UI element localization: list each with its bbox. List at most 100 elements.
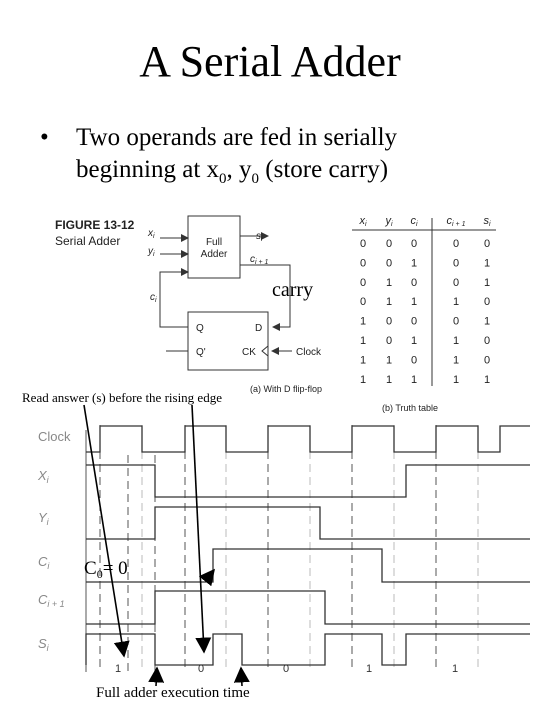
truth-table-cell: 1 — [453, 374, 459, 386]
signal-label: Si — [38, 636, 50, 653]
truth-table-cell: 0 — [484, 238, 490, 250]
truth-table-header: ci — [410, 215, 418, 228]
ff-d-label: D — [255, 323, 262, 334]
bit-labels: 1 0 0 1 1 — [115, 663, 458, 675]
truth-table-cell: 0 — [484, 335, 490, 347]
circuit-labels: Full Adder xi yi si ci + 1 ci Q Q' D CK … — [147, 228, 438, 413]
ff-qprime-label: Q' — [196, 347, 206, 358]
truth-table-header: xi — [358, 215, 367, 228]
truth-table-cell: 0 — [360, 257, 366, 269]
y-input-label: yi — [147, 246, 155, 258]
truth-table-cell: 1 — [411, 296, 417, 308]
serial-adder-circuit — [159, 215, 292, 371]
caption-b: (b) Truth table — [382, 403, 438, 413]
truth-table-cell: 1 — [360, 335, 366, 347]
bit-label: 1 — [452, 663, 458, 675]
signal-label: Ci — [38, 554, 50, 571]
exec-time-arrow-2 — [233, 666, 250, 687]
truth-table-cell: 0 — [386, 238, 392, 250]
truth-table-cell: 1 — [484, 277, 490, 289]
x-waveform — [86, 464, 530, 498]
truth-table-cell: 0 — [484, 354, 490, 366]
full-adder-label: Full — [206, 237, 222, 248]
figure-label: FIGURE 13-12 Serial Adder — [55, 218, 135, 248]
bit-label: 1 — [366, 663, 372, 675]
s-waveform — [85, 633, 530, 666]
truth-table-cell: 1 — [411, 335, 417, 347]
x-input-label: xi — [147, 228, 155, 240]
exec-time-annotation: Full adder execution time — [96, 685, 250, 701]
read-answer-annotation: Read answer (s) before the rising edge — [22, 390, 222, 405]
truth-table-cell: 0 — [484, 296, 490, 308]
truth-table-cell: 0 — [453, 238, 459, 250]
clock-waveform — [86, 425, 530, 453]
slide-title: A Serial Adder — [139, 37, 401, 86]
truth-table-cell: 1 — [360, 374, 366, 386]
truth-table-header: yi — [384, 215, 393, 228]
truth-table-cell: 1 — [411, 257, 417, 269]
truth-table-cell: 0 — [360, 277, 366, 289]
truth-table-cell: 0 — [411, 354, 417, 366]
truth-table-cell: 1 — [453, 296, 459, 308]
c-next-waveform — [86, 590, 530, 625]
signal-label: Xi — [37, 468, 50, 485]
carry-feedback-wire — [159, 268, 189, 328]
bullet-line-1: Two operands are fed in serially — [76, 124, 398, 151]
c-waveform — [86, 548, 530, 583]
truth-table-cell: 0 — [386, 257, 392, 269]
truth-table-cell: 1 — [386, 374, 392, 386]
waveforms — [85, 425, 530, 666]
truth-table-cell: 1 — [386, 354, 392, 366]
truth-table-cell: 1 — [386, 296, 392, 308]
truth-table-cell: 0 — [453, 277, 459, 289]
ff-ck-label: CK — [242, 347, 256, 358]
truth-table-cell: 1 — [484, 257, 490, 269]
truth-table-cell: 0 — [453, 316, 459, 328]
truth-table-cell: 1 — [386, 277, 392, 289]
caption-a: (a) With D flip-flop — [250, 384, 322, 394]
truth-table-cell: 0 — [411, 316, 417, 328]
truth-table-cell: 0 — [411, 277, 417, 289]
truth-table-cell: 1 — [360, 316, 366, 328]
clock-input-label: Clock — [296, 347, 322, 358]
c-out-label: ci + 1 — [250, 254, 269, 266]
truth-table-header: si — [483, 215, 491, 228]
y-waveform — [86, 506, 530, 540]
truth-table-cell: 0 — [386, 335, 392, 347]
truth-table-cell: 0 — [453, 257, 459, 269]
truth-table-cell: 0 — [411, 238, 417, 250]
c-feedback-label: ci — [150, 292, 157, 304]
bullet-dot: • — [40, 124, 49, 151]
bit-label: 1 — [115, 663, 121, 675]
truth-table-cell: 0 — [360, 296, 366, 308]
truth-table-cell: 1 — [453, 354, 459, 366]
carry-annotation: carry — [272, 279, 313, 301]
read-answer-arrow-1 — [83, 404, 130, 658]
bullet-line-2: beginning at x0, y0 (store carry) — [76, 156, 389, 187]
signal-label: Yi — [38, 510, 50, 527]
truth-table-cell: 1 — [484, 374, 490, 386]
read-answer-arrow-2 — [191, 404, 212, 654]
bit-label: 0 — [198, 663, 204, 675]
full-adder-block — [187, 215, 241, 279]
exec-time-arrow-1 — [148, 666, 165, 687]
truth-table-cell: 1 — [484, 316, 490, 328]
bit-label: 0 — [283, 663, 289, 675]
s-output-label: si — [256, 231, 263, 243]
truth-table-cell: 0 — [386, 316, 392, 328]
signal-label: Ci + 1 — [38, 592, 65, 609]
c0-annotation: C0= 0 — [84, 558, 128, 581]
clock-edge-symbol — [261, 345, 269, 357]
d-flip-flop-block — [187, 311, 269, 371]
truth-table-cell: 0 — [360, 238, 366, 250]
carry-out-wire — [240, 264, 291, 331]
truth-table-cell: 1 — [360, 354, 366, 366]
truth-table-cell: 1 — [453, 335, 459, 347]
signal-label: Clock — [38, 429, 71, 444]
